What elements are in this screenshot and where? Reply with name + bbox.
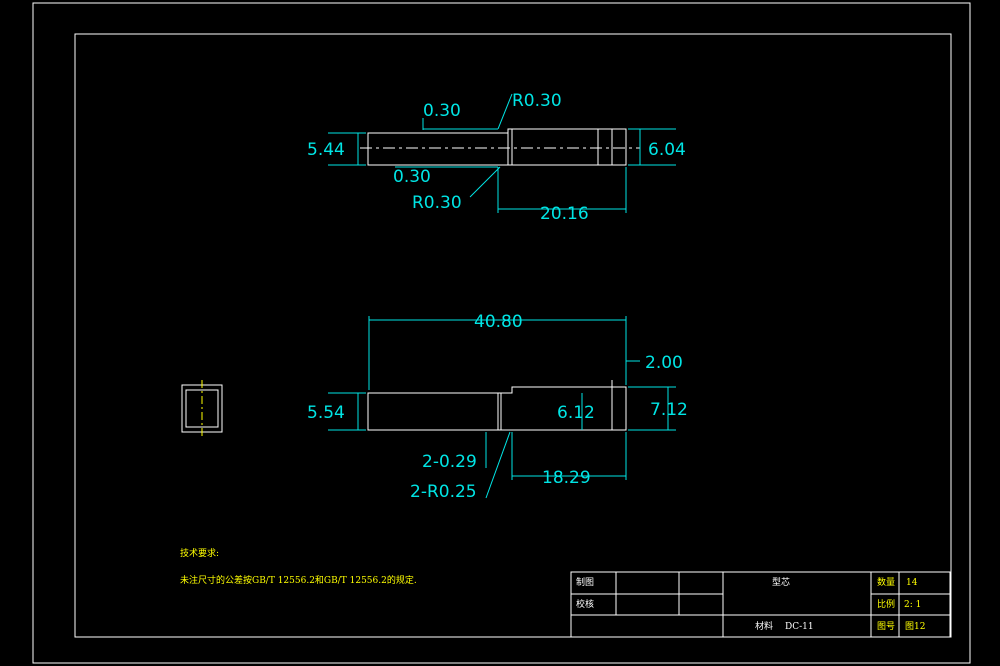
dim-chamfer: 2-0.29: [422, 452, 477, 472]
dim-chamfer-top: 0.30: [423, 101, 461, 121]
dim-top-length: 20.16: [540, 204, 589, 224]
dim-right-width: 7.12: [650, 400, 688, 420]
bottom-dim-lines: [328, 316, 676, 499]
dim-left-width: 5.54: [307, 403, 345, 423]
bottom-left-section: [367, 392, 499, 431]
checked-label: 校核: [576, 598, 594, 610]
drawing-no-value: 图12: [905, 621, 925, 632]
top-right-section: [507, 128, 627, 166]
dim-step: 2.00: [645, 353, 683, 373]
scale-label: 比例: [877, 598, 895, 610]
material-value: DC-11: [785, 622, 814, 632]
dim-chamfer-bottom: 0.30: [393, 167, 431, 187]
material-label: 材料: [755, 620, 773, 632]
top-view: 0.30 R0.30 5.44 6.04 0.30 R0.30 20.16: [307, 91, 686, 224]
bottom-view: 40.80 2.00 5.54 6.12 7.12 2-0.29 2-R0.25…: [307, 312, 688, 502]
qty-label: 数量: [877, 576, 895, 588]
dim-right-diameter: 6.04: [648, 140, 686, 160]
dim-bottom-length: 18.29: [542, 468, 591, 488]
dim-radius-bottom: R0.30: [412, 193, 462, 213]
qty-value: 14: [906, 578, 918, 588]
scale-value: 2: 1: [904, 600, 921, 610]
notes-title: 技术要求:: [180, 547, 219, 559]
inner-border: [74, 33, 952, 638]
bottom-right-section: [498, 386, 627, 431]
dim-radius: 2-R0.25: [410, 482, 477, 502]
dim-left-diameter: 5.44: [307, 140, 345, 160]
drawing-no-label: 图号: [877, 621, 895, 632]
side-view: [181, 380, 223, 437]
dim-mid-width: 6.12: [557, 403, 595, 423]
drawn-label: 制图: [576, 576, 594, 588]
top-dim-lines: [328, 93, 676, 213]
notes-line-1: 未注尺寸的公差按GB/T 12556.2和GB/T 12556.2的规定.: [180, 574, 417, 586]
top-left-section: [367, 132, 509, 166]
title-block: 制图 校核 型芯 材料 DC-11 数量 14 比例 2: 1 图号 图12: [570, 571, 951, 638]
part-name: 型芯: [772, 576, 790, 588]
technical-notes: 技术要求: 未注尺寸的公差按GB/T 12556.2和GB/T 12556.2的…: [180, 547, 417, 586]
dim-overall-length: 40.80: [474, 312, 523, 332]
dim-radius-top: R0.30: [512, 91, 562, 111]
outer-border: [32, 2, 971, 664]
